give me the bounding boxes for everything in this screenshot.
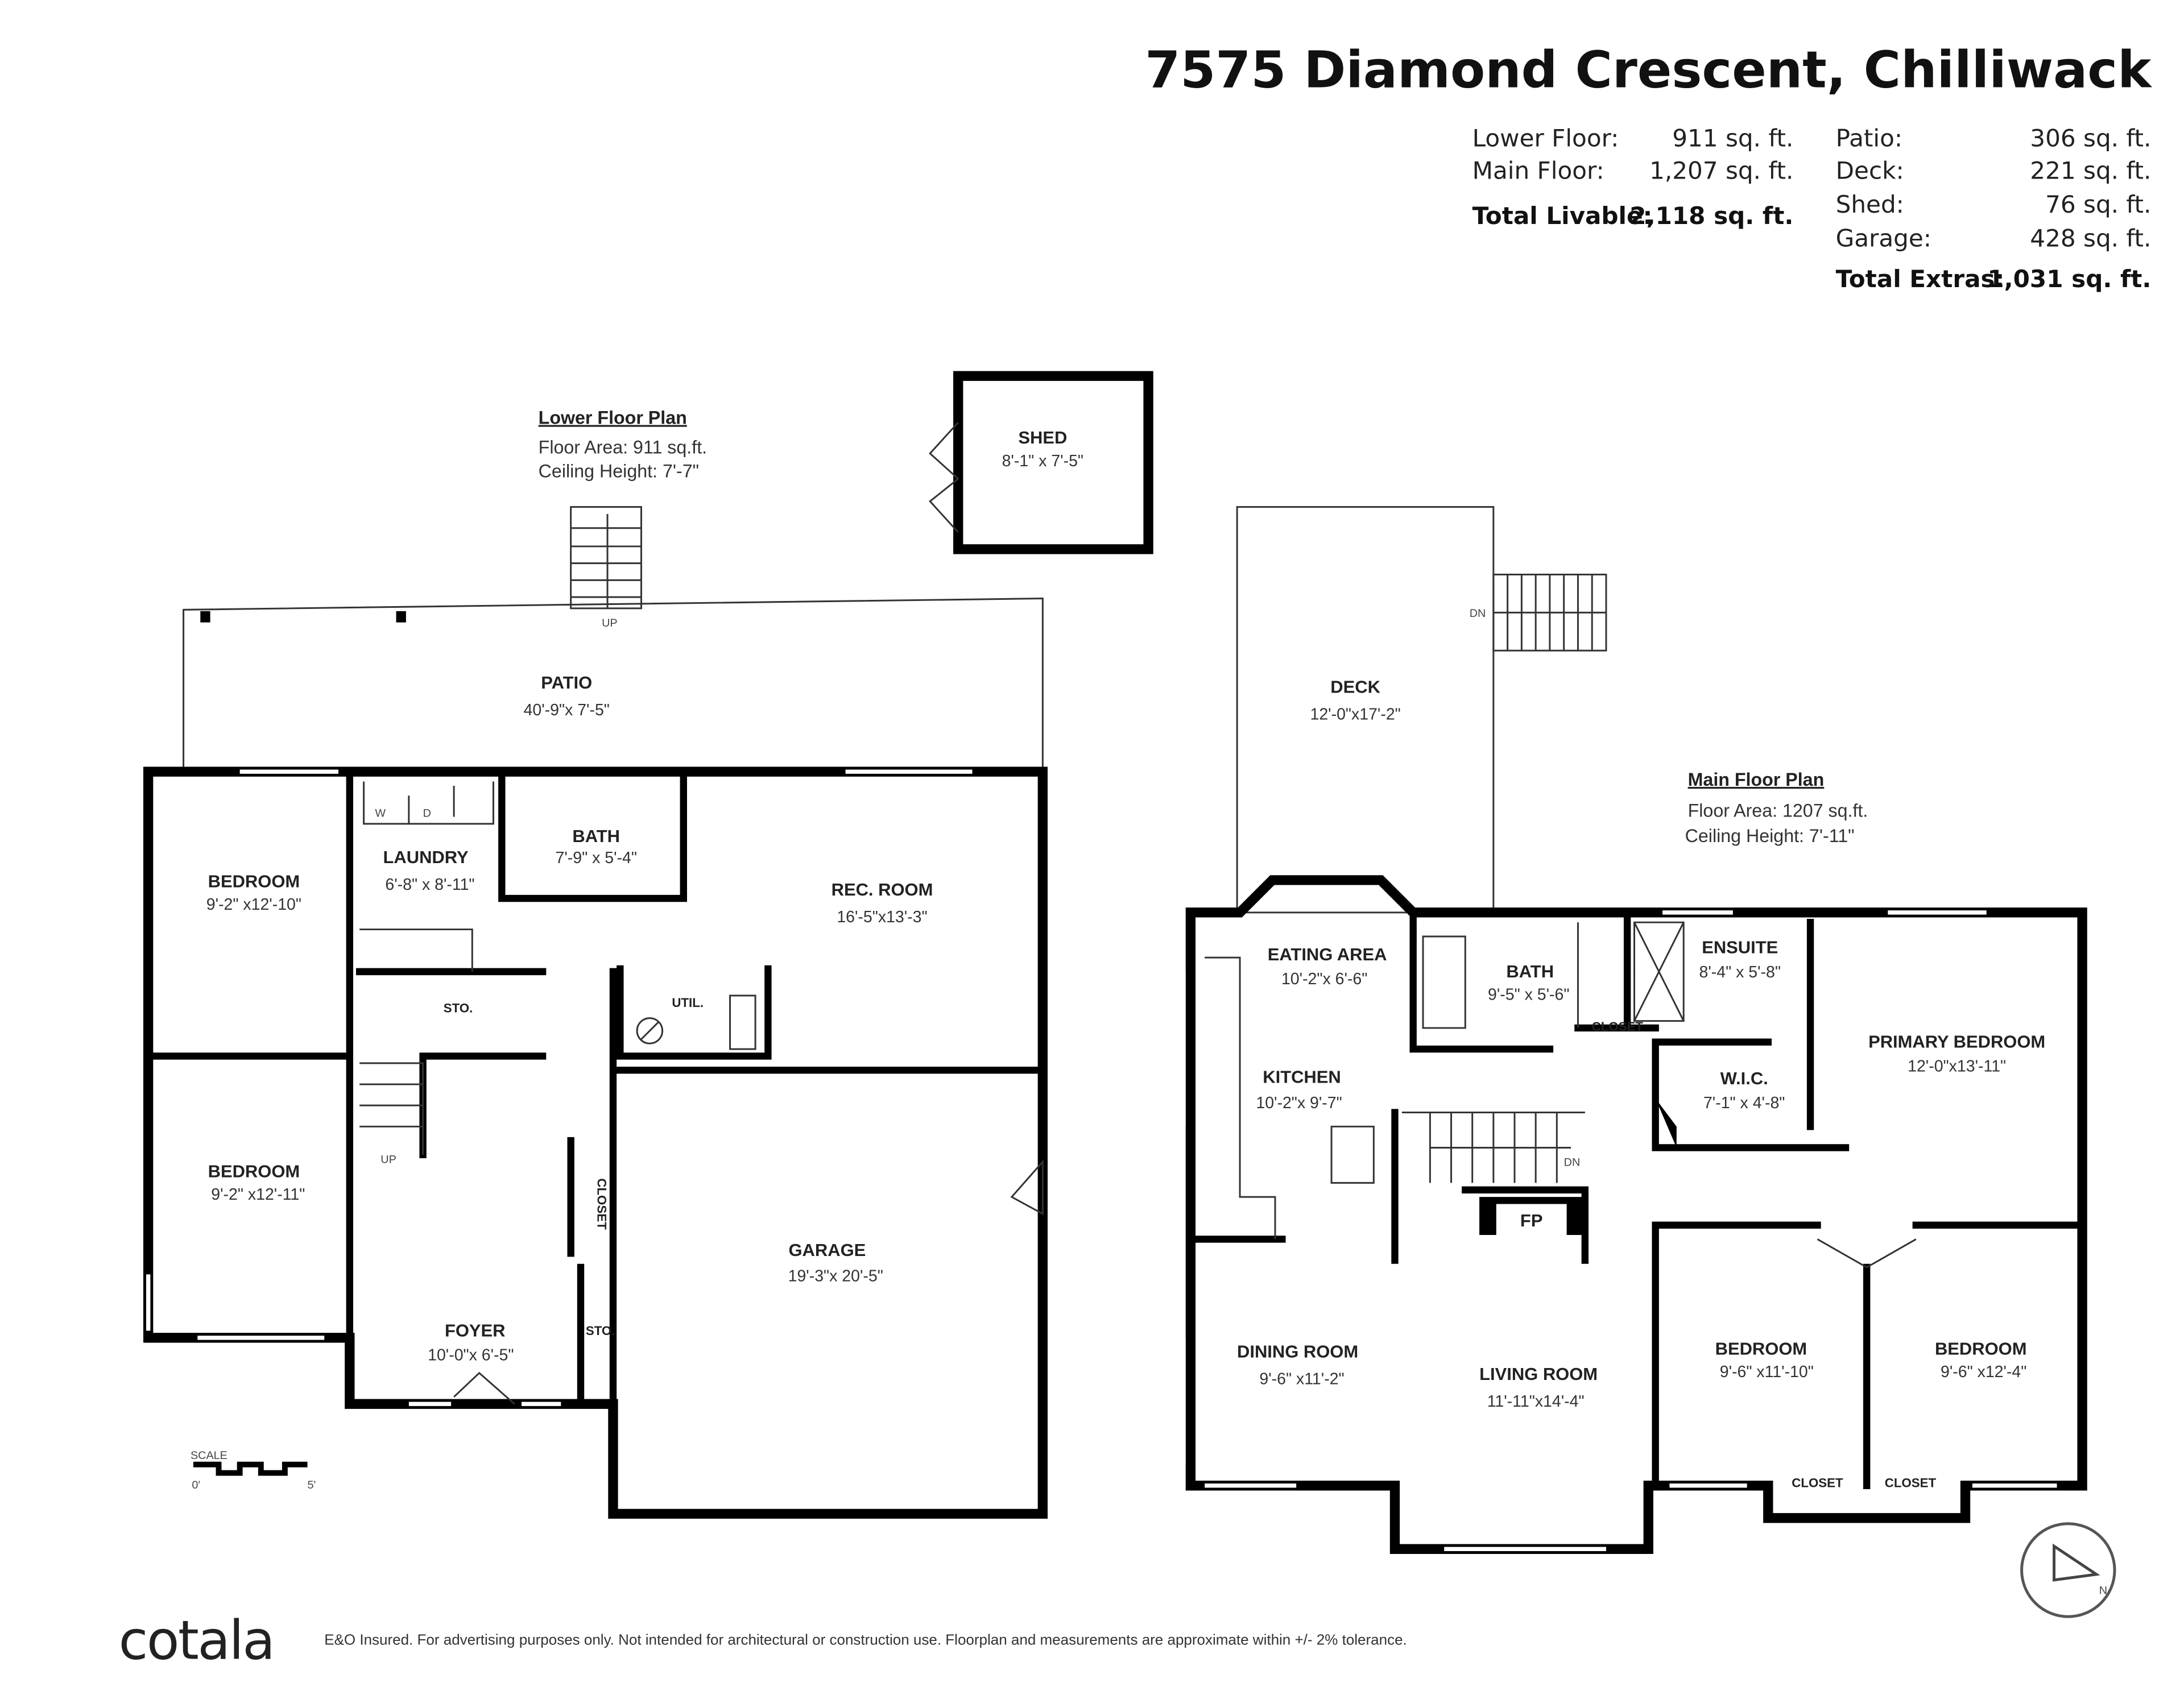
room-dimension: 9'-6" x11'-2" [1259, 1370, 1344, 1388]
cotala-logo: cotala [119, 1610, 274, 1672]
room-dimension: 7'-9" x 5'-4" [556, 849, 637, 867]
scale-bar: SCALE 0' 5' [191, 1449, 316, 1491]
room-dimension: 9'-6" x12'-4" [1941, 1363, 2026, 1381]
room-name: BEDROOM [1715, 1339, 1807, 1359]
stat-label: Garage: [1836, 224, 1931, 252]
lower-plan-area: Floor Area: 911 sq.ft. [539, 437, 707, 457]
deck-stairs: DN [1470, 573, 1607, 652]
room-dimension: 10'-2"x 9'-7" [1256, 1094, 1342, 1112]
stat-value: 306 sq. ft. [2030, 125, 2151, 152]
closet-label: CLOSET [1885, 1475, 1937, 1490]
room-name: PATIO [541, 673, 592, 693]
stat-label: Main Floor: [1472, 157, 1604, 185]
room-dimension: 9'-2" x12'-10" [206, 896, 301, 914]
closet-label: CLOSET [1592, 1019, 1644, 1034]
scale-max: 5' [308, 1479, 316, 1491]
room-name: UTIL. [672, 996, 704, 1010]
room-name: EATING AREA [1268, 944, 1387, 964]
room-name: LAUNDRY [383, 847, 469, 867]
room-name: STO. [444, 1001, 473, 1015]
room-name: ENSUITE [1702, 938, 1778, 958]
disclaimer-text: E&O Insured. For advertising purposes on… [324, 1631, 1407, 1648]
room-dimension: 12'-0"x17'-2" [1310, 706, 1400, 724]
room-name: BEDROOM [208, 871, 300, 891]
main-interior-walls [1187, 909, 2086, 1490]
room-name: LIVING ROOM [1479, 1364, 1598, 1384]
patio-outline [183, 598, 1044, 772]
dn-label: DN [1564, 1157, 1581, 1169]
stairs: UP [570, 506, 642, 629]
room-dimension: 16'-5"x13'-3" [837, 908, 927, 926]
fireplace-label: FP [1520, 1211, 1543, 1230]
address-title: 7575 Diamond Crescent, Chilliwack [1145, 41, 2152, 100]
room-dimension: 11'-11"x14'-4" [1487, 1392, 1585, 1411]
stat-label: Patio: [1836, 125, 1902, 152]
stat-value: 1,207 sq. ft. [1649, 157, 1793, 185]
scale-min: 0' [192, 1479, 200, 1491]
room-name: KITCHEN [1263, 1067, 1341, 1087]
stat-value: 911 sq. ft. [1672, 125, 1793, 152]
room-name: W.I.C. [1720, 1068, 1768, 1088]
main-outer-walls [1185, 875, 2087, 1554]
dryer-label: D [423, 807, 431, 819]
room-dimension: 8'-4" x 5'-8" [1699, 963, 1781, 981]
room-dimension: 9'-5" x 5'-6" [1488, 985, 1569, 1004]
main-plan-area: Floor Area: 1207 sq.ft. [1688, 800, 1868, 820]
room-dimension: 19'-3"x 20'-5" [788, 1267, 883, 1286]
lower-plan-heading: Lower Floor Plan [539, 407, 687, 428]
lower-plan-ceiling: Ceiling Height: 7'-7" [539, 461, 699, 482]
main-floor-plan: Main Floor Plan Floor Area: 1207 sq.ft. … [1181, 506, 2087, 1554]
scale-label: SCALE [191, 1449, 228, 1462]
lower-floor-plan: Lower Floor Plan Floor Area: 911 sq.ft. … [143, 371, 1153, 1519]
north-arrow-icon: N [2020, 1522, 2116, 1618]
room-dimension: 7'-1" x 4'-8" [1703, 1094, 1785, 1112]
deck-outline [1236, 506, 1495, 914]
stat-label: Deck: [1836, 157, 1904, 185]
room-dimension: 9'-2" x12'-11" [211, 1186, 305, 1204]
room-name: REC. ROOM [832, 880, 933, 900]
room-name: BEDROOM [1935, 1339, 2027, 1359]
up-label: UP [380, 1154, 396, 1166]
stat-value: 221 sq. ft. [2030, 157, 2151, 185]
livable-stats: Lower Floor: 911 sq. ft. Main Floor: 1,2… [1472, 125, 1794, 230]
shed-walls [953, 371, 1153, 554]
room-name: DINING ROOM [1237, 1341, 1358, 1361]
room-name: GARAGE [788, 1240, 866, 1260]
room-dimension: 8'-1" x 7'-5" [1002, 452, 1083, 470]
total-livable-value: 2,118 sq. ft. [1629, 202, 1793, 230]
dn-label: DN [1470, 607, 1486, 620]
total-extras-value: 1,031 sq. ft. [1987, 265, 2151, 293]
room-dimension: 6'-8" x 8'-11" [385, 876, 474, 894]
total-livable-label: Total Livable: [1472, 202, 1653, 230]
closet-label: CLOSET [1792, 1475, 1843, 1490]
room-name: BATH [572, 826, 620, 846]
main-plan-ceiling: Ceiling Height: 7'-11" [1685, 826, 1855, 846]
up-label: UP [602, 617, 618, 629]
closet-label: CLOSET [595, 1178, 609, 1230]
room-name: DECK [1330, 677, 1380, 697]
north-label: N [2099, 1585, 2107, 1597]
extras-stats: Patio: 306 sq. ft. Deck: 221 sq. ft. She… [1836, 125, 2152, 293]
room-name: PRIMARY BEDROOM [1868, 1032, 2045, 1052]
stat-value: 428 sq. ft. [2030, 224, 2151, 252]
room-dimension: 12'-0"x13'-11" [1908, 1058, 2006, 1076]
stat-label: Lower Floor: [1472, 125, 1619, 152]
washer-label: W [375, 807, 386, 819]
room-dimension: 10'-0"x 6'-5" [428, 1346, 514, 1364]
stat-label: Shed: [1836, 190, 1904, 218]
total-extras-label: Total Extras: [1836, 265, 2005, 293]
room-name: BEDROOM [208, 1161, 300, 1181]
room-name: BATH [1506, 961, 1554, 981]
room-name: FOYER [445, 1320, 506, 1340]
room-name: SHED [1018, 428, 1067, 447]
stat-value: 76 sq. ft. [2045, 190, 2151, 218]
main-plan-heading: Main Floor Plan [1688, 769, 1825, 790]
room-dimension: 10'-2"x 6'-6" [1281, 970, 1367, 988]
room-dimension: 9'-6" x11'-10" [1720, 1363, 1814, 1381]
room-dimension: 40'-9"x 7'-5" [524, 701, 610, 719]
room-name: STO. [586, 1324, 615, 1338]
